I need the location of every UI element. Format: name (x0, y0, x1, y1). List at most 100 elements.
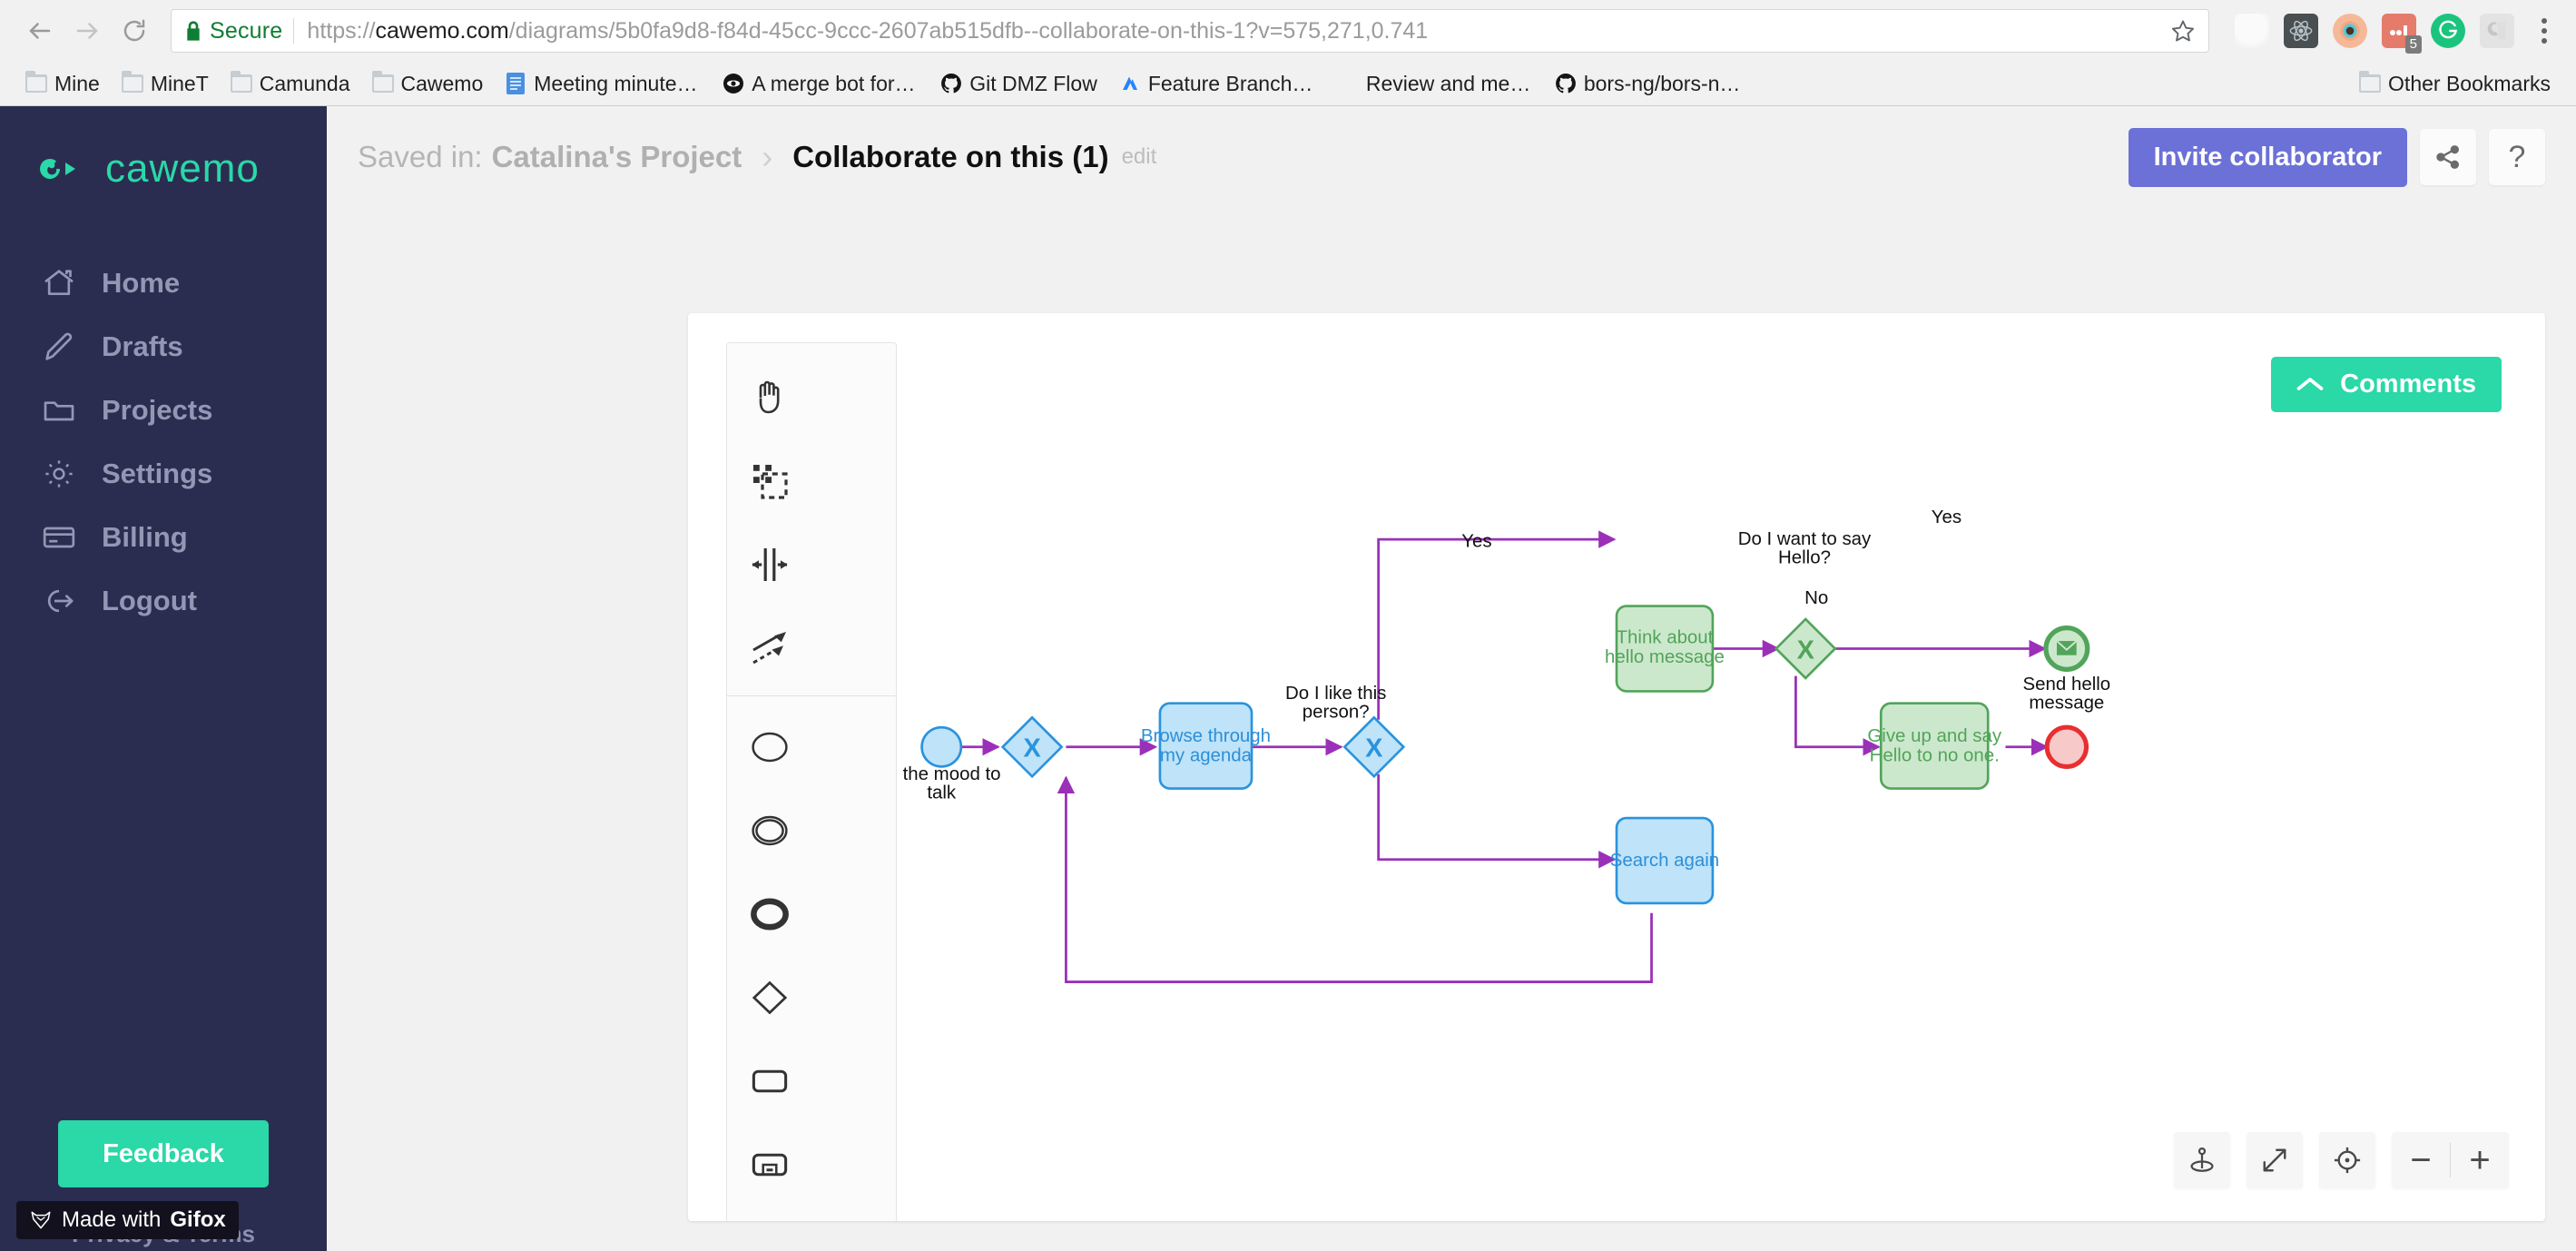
folder-icon (2359, 71, 2382, 93)
sidebar-item-projects[interactable]: Projects (0, 379, 327, 442)
bookmark-item[interactable]: Meeting minutes As... (494, 67, 712, 101)
bookmark-item[interactable]: A merge bot for Git... (712, 67, 929, 101)
node-gateway-like[interactable]: X (1342, 715, 1406, 779)
bookmark-label: Git DMZ Flow (969, 71, 1097, 95)
gateway-icon[interactable] (727, 956, 812, 1039)
invite-collaborator-button[interactable]: Invite collaborator (2128, 127, 2407, 187)
node-gateway-join[interactable]: X (1000, 715, 1064, 779)
share-icon[interactable] (2420, 129, 2476, 185)
node-label: Send hello (2023, 674, 2111, 694)
extension-ghost-icon[interactable] (2235, 14, 2269, 48)
edit-title-link[interactable]: edit (1121, 144, 1157, 169)
node-task-browse[interactable]: Browse through my agenda (1141, 702, 1271, 790)
sidebar-item-logout[interactable]: Logout (0, 569, 327, 633)
sidebar-item-label: Projects (102, 394, 213, 426)
extension-react-icon[interactable] (2284, 14, 2318, 48)
node-label: message (2029, 693, 2104, 714)
connect-tool-icon[interactable] (727, 606, 812, 690)
back-arrow-icon[interactable] (16, 7, 64, 54)
help-question-icon[interactable]: ? (2489, 129, 2545, 185)
node-message-end-event[interactable] (2043, 625, 2090, 672)
bookmark-label: MineT (150, 71, 209, 95)
sidebar-nav: Home Drafts Projects Settings (0, 251, 327, 633)
kebab-menu-icon[interactable] (2529, 18, 2560, 44)
reset-origin-icon[interactable] (2174, 1132, 2230, 1188)
space-tool-icon[interactable] (727, 523, 812, 606)
forward-arrow-icon[interactable] (64, 7, 111, 54)
sidebar-item-settings[interactable]: Settings (0, 442, 327, 506)
gear-icon (40, 455, 78, 493)
google-docs-icon (505, 73, 526, 94)
folder-icon (230, 71, 252, 93)
node-label: Browse through (1141, 725, 1271, 746)
hand-tool-icon[interactable] (727, 356, 812, 439)
breadcrumb-separator-icon: › (762, 138, 773, 175)
bookmark-item[interactable]: Camunda (220, 67, 361, 101)
node-label: person? (1303, 701, 1370, 722)
center-icon[interactable] (2319, 1132, 2375, 1188)
node-label: Hello to no one. (1870, 744, 2000, 765)
task-icon[interactable] (727, 1039, 812, 1123)
fit-viewport-icon[interactable] (2247, 1132, 2303, 1188)
home-icon (40, 264, 78, 302)
gifox-brand: Gifox (170, 1207, 226, 1232)
node-label: my agenda (1160, 744, 1253, 765)
start-event-icon[interactable] (727, 705, 812, 789)
bookmark-label: Cawemo (400, 71, 484, 95)
other-bookmarks-button[interactable]: Other Bookmarks (2348, 67, 2561, 101)
feedback-button[interactable]: Feedback (58, 1120, 269, 1187)
node-gateway-hello[interactable]: X (1774, 617, 1837, 680)
zoom-stepper: − + (2392, 1132, 2509, 1188)
subprocess-icon[interactable] (727, 1123, 812, 1207)
extension-notes-icon[interactable]: 5 (2382, 14, 2422, 54)
zoom-divider (2450, 1143, 2451, 1177)
bookmark-item[interactable]: Review and merge... (1326, 67, 1544, 101)
extension-eye-icon[interactable] (2333, 14, 2367, 48)
lasso-tool-icon[interactable] (727, 439, 812, 523)
bookmark-label: Review and merge... (1365, 71, 1533, 95)
cawemo-logo[interactable]: cawemo (0, 106, 327, 192)
gateway-x-icon: X (1365, 734, 1382, 763)
extension-icons: 5 (2218, 14, 2560, 54)
intermediate-event-icon[interactable] (727, 789, 812, 872)
pencil-icon (40, 328, 78, 366)
sidebar-item-billing[interactable]: Billing (0, 506, 327, 569)
address-bar[interactable]: Secure https://cawemo.com/diagrams/5b0fa… (171, 9, 2209, 53)
node-label: talk (927, 782, 957, 803)
node-task-giveup[interactable]: Give up and say Hello to no one. (1867, 702, 2002, 790)
zoom-out-button[interactable]: − (2410, 1140, 2432, 1180)
bookmark-item[interactable]: Feature Branching... (1108, 67, 1326, 101)
sidebar-item-home[interactable]: Home (0, 251, 327, 315)
node-start-event[interactable] (920, 725, 963, 768)
node-task-search[interactable]: Search again (1610, 816, 1719, 905)
zoom-in-button[interactable]: + (2469, 1140, 2491, 1180)
bookmark-item[interactable]: Git DMZ Flow (929, 67, 1108, 101)
omnibox-divider (293, 18, 295, 44)
app-shell: cawemo Home Drafts Projects (0, 106, 2576, 1251)
end-event-icon[interactable] (727, 872, 812, 956)
node-end-event[interactable] (2044, 724, 2089, 769)
chevron-up-icon (2296, 369, 2324, 399)
bookmark-item[interactable]: MineT (111, 67, 220, 101)
sidebar-item-drafts[interactable]: Drafts (0, 315, 327, 379)
diagram-canvas[interactable]: Comments (688, 313, 2545, 1221)
node-task-think[interactable]: Think about hello message (1605, 605, 1725, 693)
bookmark-item[interactable]: bors-ng/bors-ng:... (1544, 67, 1762, 101)
folder-icon (40, 391, 78, 429)
data-object-icon[interactable] (727, 1207, 812, 1221)
node-label: hello message (1605, 646, 1725, 667)
extension-google-icon[interactable] (2480, 14, 2514, 48)
brand-name: cawemo (105, 146, 260, 191)
star-icon[interactable] (2170, 18, 2196, 44)
gifox-prefix: Made with (62, 1207, 162, 1232)
saved-in-label: Saved in: (358, 140, 483, 173)
reload-icon[interactable] (111, 7, 158, 54)
bookmark-label: A merge bot for Git... (752, 71, 919, 95)
bpmn-diagram[interactable]: In the mood to talk X Browse through my … (688, 313, 2545, 1221)
comments-button[interactable]: Comments (2271, 357, 2502, 412)
breadcrumb-project[interactable]: Catalina's Project (491, 140, 742, 173)
bookmark-item[interactable]: Mine (15, 67, 111, 101)
bookmark-item[interactable]: Cawemo (361, 67, 495, 101)
bpmn-palette (726, 342, 897, 1221)
extension-grammarly-icon[interactable] (2431, 14, 2465, 48)
